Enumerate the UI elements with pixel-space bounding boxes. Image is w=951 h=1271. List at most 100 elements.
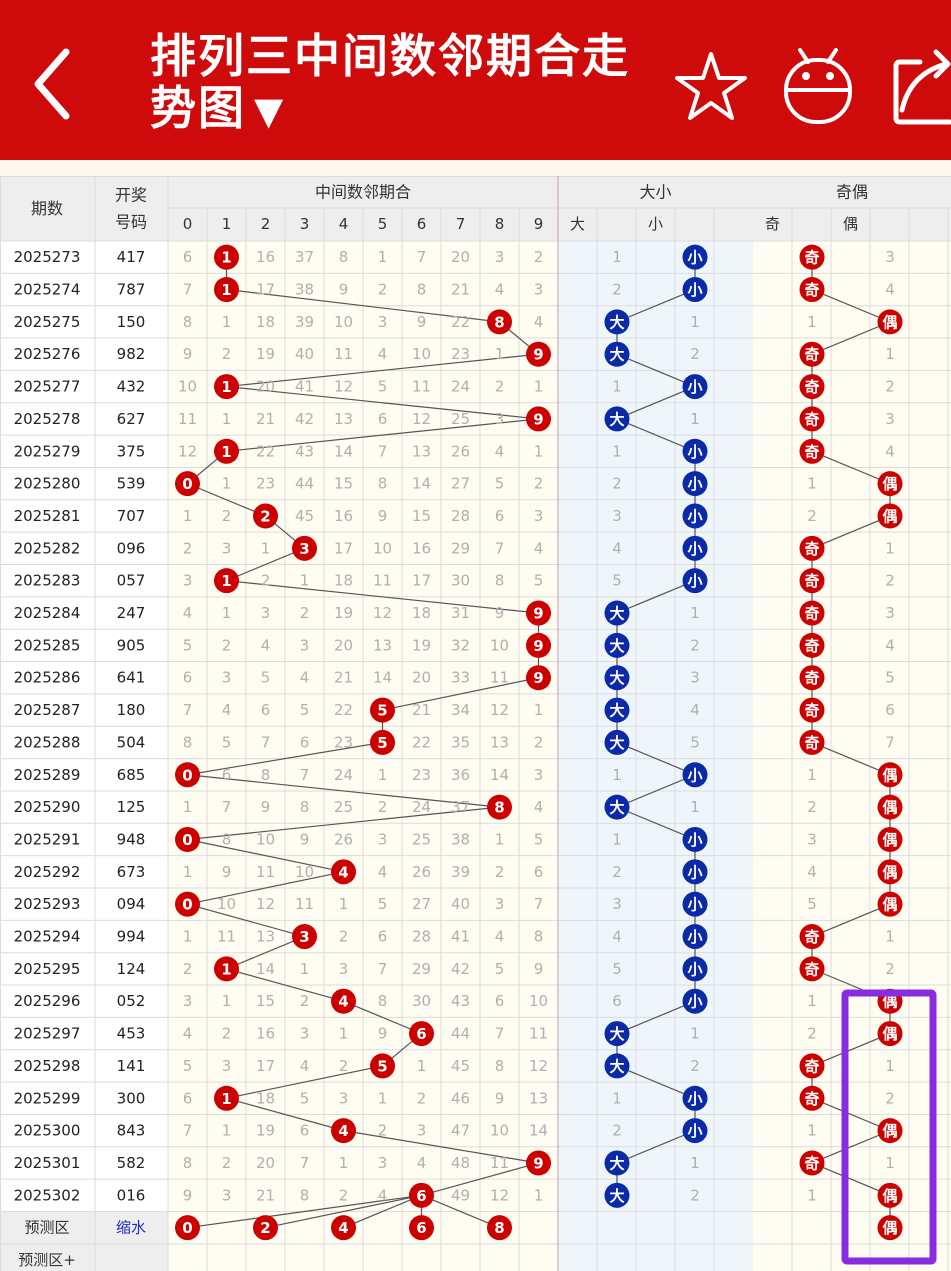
parity-ball-odd: 奇 bbox=[804, 443, 819, 461]
size-miss-cell: 1 bbox=[612, 248, 622, 266]
mid-miss-cell: 6 bbox=[261, 701, 271, 719]
mid-miss-cell: 11 bbox=[334, 345, 353, 363]
mid-miss-cell: 3 bbox=[183, 992, 193, 1010]
mid-miss-cell: 3 bbox=[495, 410, 505, 428]
back-button[interactable] bbox=[18, 40, 88, 120]
parity-miss-cell: 1 bbox=[885, 1154, 895, 1172]
mid-miss-cell: 23 bbox=[451, 345, 470, 363]
mid-miss-cell: 8 bbox=[183, 733, 193, 751]
period-cell: 2025293 bbox=[14, 895, 81, 913]
mid-ball-bg bbox=[526, 632, 551, 658]
parity-ball-odd-bg bbox=[799, 600, 825, 626]
mid-miss-cell: 12 bbox=[490, 701, 509, 719]
mid-miss-cell: 4 bbox=[495, 442, 505, 460]
mid-miss-cell: 2 bbox=[417, 1089, 427, 1107]
mid-digit-header: 7 bbox=[456, 215, 466, 233]
star-icon bbox=[675, 52, 747, 120]
parity-miss-cell: 1 bbox=[885, 345, 895, 363]
period-cell: 2025292 bbox=[14, 863, 81, 881]
mid-ball-bg bbox=[175, 826, 200, 852]
android-button[interactable] bbox=[778, 40, 858, 130]
header-divider bbox=[0, 160, 951, 176]
mid-ball-bg bbox=[526, 1150, 551, 1176]
mid-miss-cell: 41 bbox=[451, 928, 470, 946]
size-miss-cell: 1 bbox=[612, 378, 622, 396]
mid-miss-cell: 23 bbox=[412, 766, 431, 784]
draw-cell: 685 bbox=[117, 766, 146, 784]
parity-miss-cell: 6 bbox=[885, 701, 895, 719]
mid-miss-cell: 14 bbox=[334, 442, 353, 460]
draw-cell: 016 bbox=[117, 1186, 146, 1204]
parity-ball-odd-bg bbox=[799, 924, 825, 950]
mid-miss-cell: 2 bbox=[222, 1154, 232, 1172]
mid-ball-bg bbox=[292, 535, 317, 561]
mid-miss-cell: 3 bbox=[300, 636, 310, 654]
mid-miss-cell: 6 bbox=[222, 766, 232, 784]
dropdown-caret-icon[interactable]: ▼ bbox=[254, 89, 286, 133]
mid-miss-cell: 11 bbox=[412, 378, 431, 396]
mid-ball: 1 bbox=[221, 249, 231, 267]
mid-miss-cell: 9 bbox=[417, 313, 427, 331]
mid-miss-cell: 8 bbox=[261, 766, 271, 784]
mid-miss-cell: 42 bbox=[295, 410, 314, 428]
size-header: 小 bbox=[648, 215, 663, 233]
mid-miss-cell: 10 bbox=[334, 313, 353, 331]
mid-miss-cell: 12 bbox=[373, 604, 392, 622]
mid-miss-cell: 5 bbox=[378, 895, 388, 913]
mid-miss-cell: 9 bbox=[495, 604, 505, 622]
size-ball-small: 小 bbox=[687, 766, 702, 784]
mid-digit-header: 5 bbox=[378, 215, 388, 233]
parity-ball-odd: 奇 bbox=[804, 281, 819, 299]
mid-miss-cell: 41 bbox=[295, 378, 314, 396]
mid-miss-cell: 9 bbox=[495, 1089, 505, 1107]
mid-miss-cell: 4 bbox=[534, 798, 544, 816]
size-ball-small-bg bbox=[682, 503, 708, 529]
favorite-button[interactable] bbox=[675, 40, 755, 130]
mid-miss-cell: 49 bbox=[451, 1186, 470, 1204]
mid-miss-cell: 8 bbox=[300, 1186, 310, 1204]
draw-cell: 052 bbox=[117, 992, 146, 1010]
mid-miss-cell: 7 bbox=[417, 248, 427, 266]
mid-miss-cell: 5 bbox=[534, 572, 544, 590]
mid-miss-cell: 2 bbox=[495, 863, 505, 881]
mid-miss-cell: 38 bbox=[295, 281, 314, 299]
mid-miss-cell: 40 bbox=[451, 895, 470, 913]
parity-ball-even: 偶 bbox=[882, 896, 897, 914]
prediction-parity-ball: 偶 bbox=[882, 1219, 897, 1237]
prediction-mid-ball: 8 bbox=[494, 1219, 504, 1237]
size-ball-small-bg bbox=[682, 1085, 708, 1111]
mid-digit-header: 3 bbox=[300, 215, 310, 233]
parity-miss-cell: 1 bbox=[807, 313, 817, 331]
mid-miss-cell: 17 bbox=[256, 281, 275, 299]
period-cell: 2025278 bbox=[14, 410, 81, 428]
mid-miss-cell: 2 bbox=[222, 636, 232, 654]
mid-trend-line bbox=[421, 1162, 539, 1196]
share-button[interactable] bbox=[890, 40, 951, 130]
mid-miss-cell: 20 bbox=[451, 248, 470, 266]
mid-miss-cell: 7 bbox=[222, 798, 232, 816]
mid-ball: 3 bbox=[299, 540, 309, 558]
mid-miss-cell: 2 bbox=[339, 928, 349, 946]
mid-trend-line bbox=[187, 741, 383, 776]
mid-ball-bg bbox=[370, 729, 395, 755]
mid-miss-cell: 12 bbox=[412, 410, 431, 428]
page-title[interactable]: 排列三中间数邻期合走势图▼ bbox=[150, 30, 650, 137]
mid-miss-cell: 4 bbox=[183, 1025, 193, 1043]
mid-miss-cell: 3 bbox=[534, 281, 544, 299]
parity-miss-cell: 1 bbox=[807, 992, 817, 1010]
prediction-shrink-link[interactable]: 缩水 bbox=[116, 1219, 146, 1237]
mid-trend-line bbox=[226, 353, 539, 388]
parity-miss-cell: 3 bbox=[885, 410, 895, 428]
mid-miss-cell: 2 bbox=[300, 992, 310, 1010]
parity-ball-odd-bg bbox=[799, 1053, 825, 1079]
mid-miss-cell: 1 bbox=[300, 960, 310, 978]
mid-miss-cell: 25 bbox=[334, 798, 353, 816]
mid-miss-cell: 21 bbox=[412, 701, 431, 719]
parity-ball-even: 偶 bbox=[882, 507, 897, 525]
size-ball-small: 小 bbox=[687, 249, 702, 267]
mid-miss-cell: 13 bbox=[334, 410, 353, 428]
mid-ball-bg bbox=[214, 244, 239, 270]
mid-miss-cell: 10 bbox=[412, 345, 431, 363]
parity-ball-even-bg bbox=[877, 859, 903, 885]
